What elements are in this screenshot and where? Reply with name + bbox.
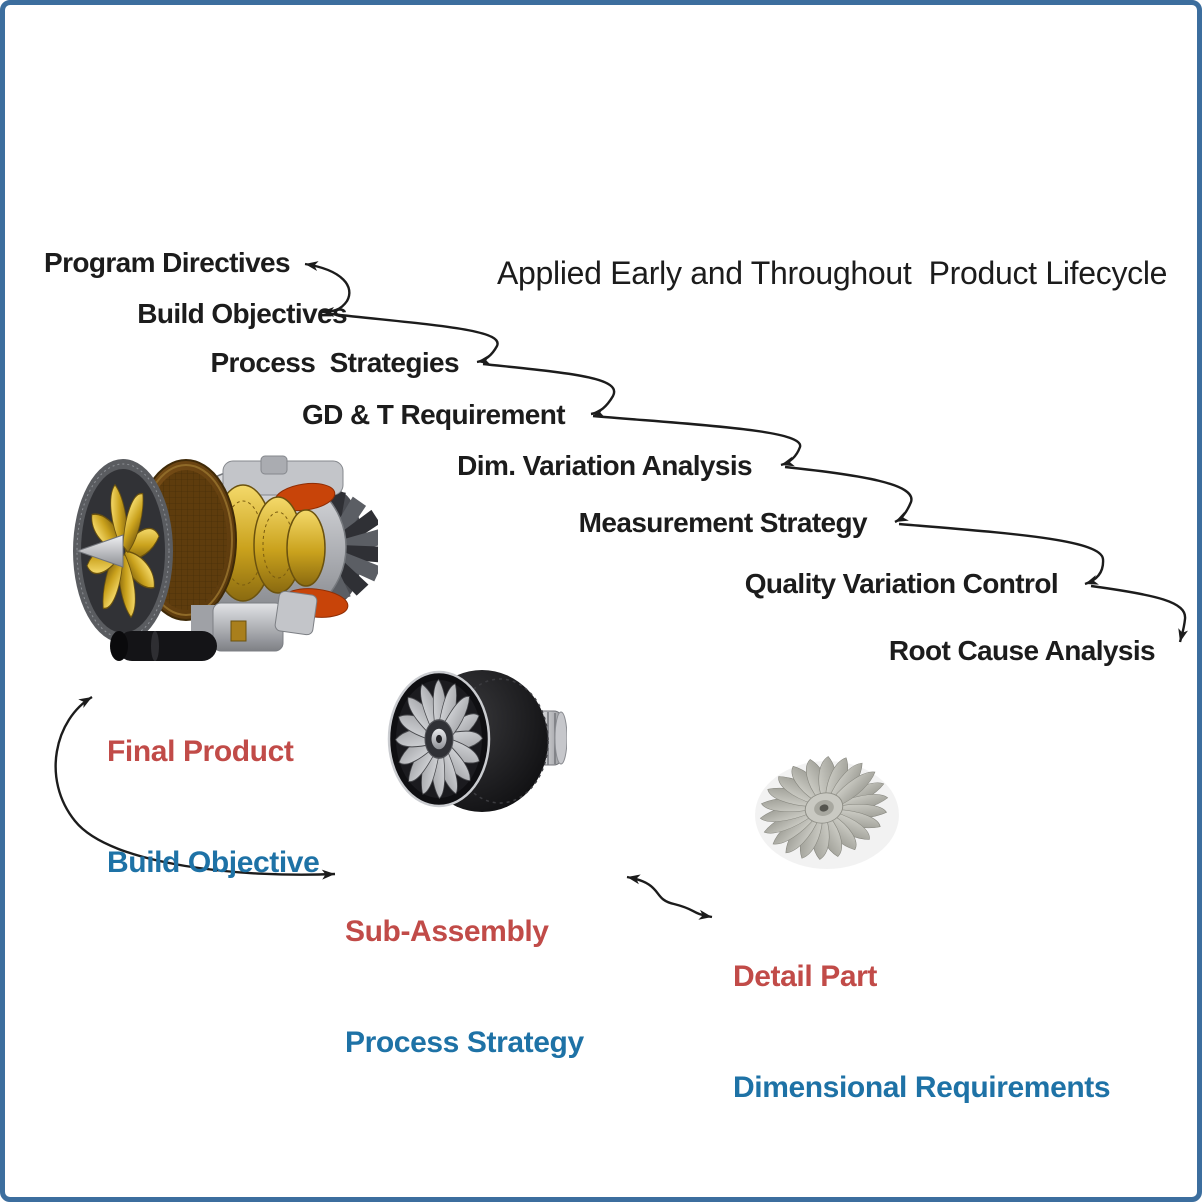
detail-part-subtitle: Dimensional Requirements <box>733 1071 1111 1104</box>
detail-part-title: Detail Part <box>733 960 877 993</box>
cascade-item-gdt-requirement: GD & T Requirement <box>301 399 566 430</box>
caption-final-product: Final Product Build Objective <box>107 659 320 955</box>
cascade-item-root-cause-analysis: Root Cause Analysis <box>888 635 1156 666</box>
final-product-subtitle: Build Objective <box>107 846 320 879</box>
cascade-item-dim-variation-analysis: Dim. Variation Analysis <box>457 450 752 481</box>
final-product-title: Final Product <box>107 735 294 768</box>
cascade-item-build-objectives: Build Objectives <box>137 298 347 329</box>
turbine-blisk-image <box>755 755 899 869</box>
caption-detail-part: Detail Part Dimensional Requirements <box>733 884 1111 1180</box>
cascade-item-program-directives: Program Directives <box>44 247 291 278</box>
page-title: Applied Early and Throughout Product Lif… <box>497 255 1168 291</box>
cascade-item-process-strategies: Process Strategies <box>210 347 459 378</box>
cascade-item-measurement-strategy: Measurement Strategy <box>578 507 868 538</box>
turbofan-engine-cutaway-image <box>73 455 378 661</box>
arrow-subassembly-to-detail <box>626 874 713 920</box>
cascade-item-quality-variation-control: Quality Variation Control <box>744 568 1059 599</box>
caption-sub-assembly: Sub-Assembly Process Strategy <box>345 839 584 1135</box>
engine-fan-module-image <box>387 670 567 812</box>
sub-assembly-title: Sub-Assembly <box>345 915 549 948</box>
sub-assembly-subtitle: Process Strategy <box>345 1026 584 1059</box>
